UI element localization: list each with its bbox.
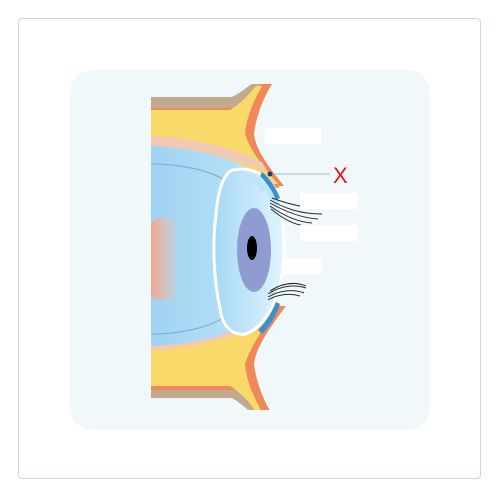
- lower-eyelashes: [267, 282, 307, 301]
- label-placeholder-2: [300, 193, 358, 209]
- sclera-arc-lower: [151, 317, 225, 335]
- lens: [151, 218, 177, 300]
- label-placeholder-1: [265, 128, 321, 144]
- label-placeholder-3: [300, 225, 358, 241]
- meibomian-gland-lower: [258, 302, 280, 334]
- marker-dot: [267, 171, 273, 177]
- upper-eyelashes: [269, 197, 323, 227]
- sclera-arc-upper: [151, 163, 229, 183]
- label-placeholder-4: [282, 258, 322, 274]
- upper-eyelid-margin: [240, 172, 280, 204]
- meibomian-gland-upper: [260, 172, 280, 200]
- marker-label: X: [333, 163, 348, 188]
- pupil: [247, 236, 257, 260]
